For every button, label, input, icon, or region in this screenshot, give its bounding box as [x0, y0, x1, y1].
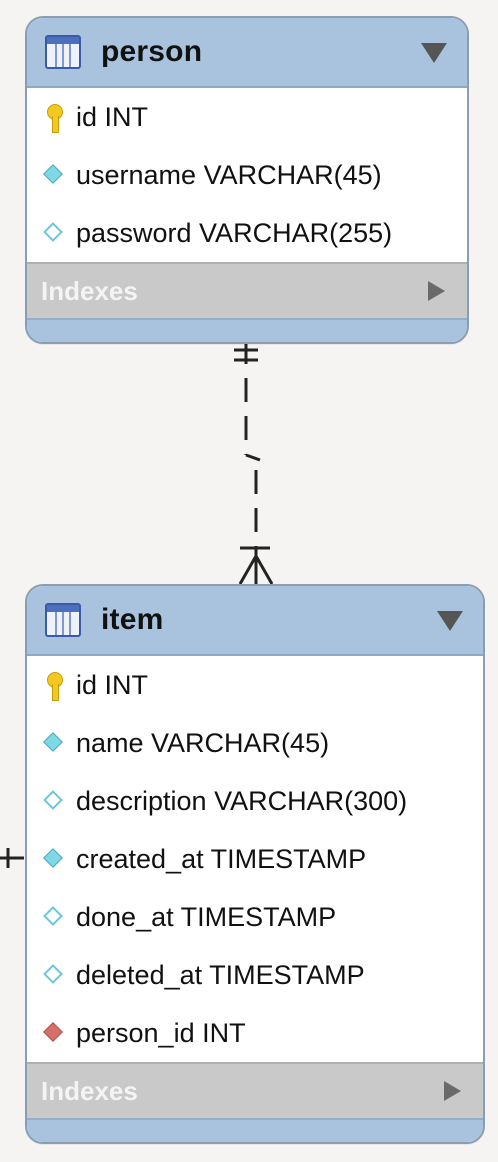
nullable-column-icon	[43, 790, 65, 812]
column-label: id INT	[76, 669, 149, 700]
column-label: username VARCHAR(45)	[76, 159, 382, 190]
foreign-key-icon	[43, 1022, 65, 1044]
table-header[interactable]: person	[27, 18, 467, 88]
table-title: item	[101, 603, 164, 636]
column-list: id INT username VARCHAR(45) password VAR…	[27, 88, 467, 262]
collapse-triangle-icon[interactable]	[421, 43, 447, 63]
nullable-column-icon	[43, 964, 65, 986]
indexes-label: Indexes	[41, 1075, 138, 1106]
column-list: id INT name VARCHAR(45) description VARC…	[27, 656, 483, 1062]
relationship-line-jog	[245, 453, 261, 462]
expand-triangle-icon[interactable]	[444, 1081, 461, 1101]
primary-key-icon	[43, 672, 65, 701]
table-footer	[27, 318, 467, 342]
column-label: created_at TIMESTAMP	[76, 843, 367, 874]
table-item[interactable]: item id INT name VARCHAR(45) description…	[25, 584, 485, 1144]
nullable-column-icon	[43, 906, 65, 928]
table-footer	[27, 1118, 483, 1142]
not-null-column-icon	[43, 732, 65, 754]
column-row[interactable]: created_at TIMESTAMP	[27, 830, 483, 888]
table-title: person	[101, 35, 203, 68]
column-label: deleted_at TIMESTAMP	[76, 959, 365, 990]
not-null-column-icon	[43, 164, 65, 186]
column-row[interactable]: id INT	[27, 88, 467, 146]
indexes-label: Indexes	[41, 275, 138, 306]
indexes-section[interactable]: Indexes	[27, 262, 467, 318]
column-row[interactable]: id INT	[27, 656, 483, 714]
crows-foot-right	[254, 555, 274, 585]
collapse-triangle-icon[interactable]	[437, 611, 463, 631]
column-row[interactable]: person_id INT	[27, 1004, 483, 1062]
column-row[interactable]: password VARCHAR(255)	[27, 204, 467, 262]
nullable-column-icon	[43, 222, 65, 244]
column-label: id INT	[76, 101, 149, 132]
indexes-section[interactable]: Indexes	[27, 1062, 483, 1118]
table-icon	[45, 603, 81, 637]
table-header[interactable]: item	[27, 586, 483, 656]
column-label: person_id INT	[76, 1017, 246, 1048]
column-label: description VARCHAR(300)	[76, 785, 408, 816]
column-label: done_at TIMESTAMP	[76, 901, 337, 932]
column-label: name VARCHAR(45)	[76, 727, 330, 758]
table-person[interactable]: person id INT username VARCHAR(45) passw…	[25, 16, 469, 344]
column-row[interactable]: username VARCHAR(45)	[27, 146, 467, 204]
column-row[interactable]: description VARCHAR(300)	[27, 772, 483, 830]
primary-key-icon	[43, 104, 65, 133]
expand-triangle-icon[interactable]	[428, 281, 445, 301]
column-label: password VARCHAR(255)	[76, 217, 393, 248]
column-row[interactable]: done_at TIMESTAMP	[27, 888, 483, 946]
not-null-column-icon	[43, 848, 65, 870]
column-row[interactable]: name VARCHAR(45)	[27, 714, 483, 772]
column-row[interactable]: deleted_at TIMESTAMP	[27, 946, 483, 1004]
crows-foot-left	[238, 555, 258, 585]
table-icon	[45, 35, 81, 69]
